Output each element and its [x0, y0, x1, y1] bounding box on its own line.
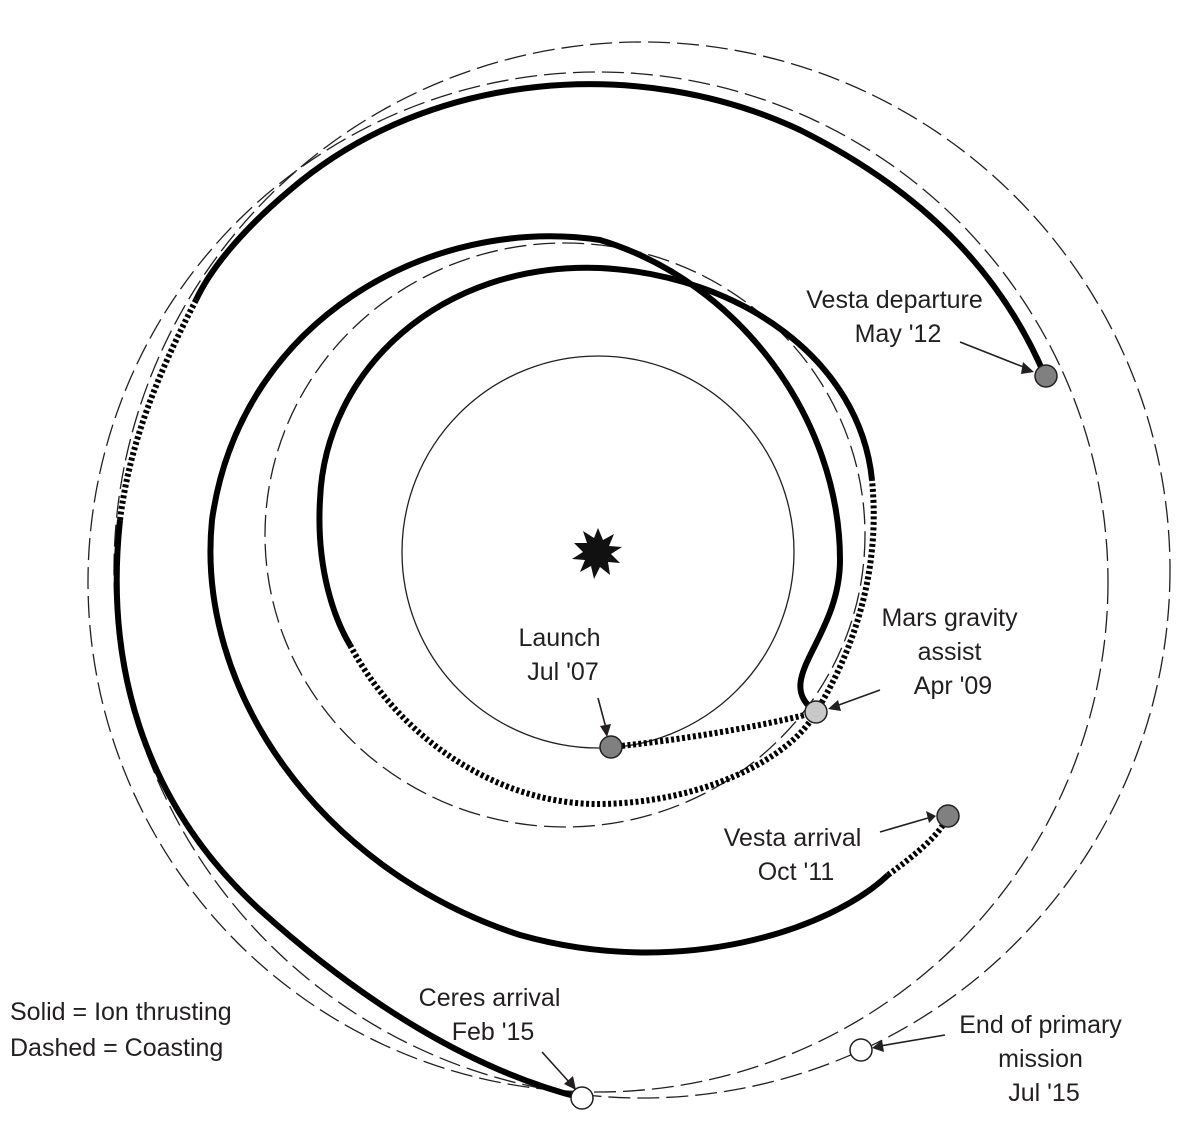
mars-arrow [828, 689, 881, 711]
trajectory-inner-bottom-coast [347, 643, 819, 808]
vesta-arrival-marker [936, 804, 960, 828]
trajectory-vesta-approach-coast [886, 814, 951, 878]
end-mission-label: End of primary mission Jul '15 [959, 1011, 1129, 1107]
ceres-arrival-arrow [541, 1051, 576, 1090]
earth-orbit [401, 355, 795, 749]
trajectory-vesta-to-ceres-coast [117, 298, 199, 521]
launch-marker [599, 735, 623, 759]
vesta-orbit [87, 71, 1109, 1093]
vesta-departure-arrow [959, 341, 1034, 374]
launch-arrow [597, 697, 611, 737]
trajectory-inner-loop-thrust [316, 264, 875, 647]
mars-assist-marker [804, 700, 828, 724]
mars-orbit [264, 242, 866, 828]
trajectory-second-loop-thrust [207, 233, 891, 956]
ceres-arrival-label: Ceres arrival Feb '15 [419, 984, 568, 1046]
legend-solid: Solid = Ion thrusting [10, 998, 232, 1026]
mars-label: Mars gravity assist Apr '09 [881, 604, 1024, 700]
ceres-orbit [113, 41, 1171, 1099]
ceres-arrival-marker [570, 1086, 594, 1110]
end-mission-marker [849, 1038, 873, 1062]
vesta-arrival-label: Vesta arrival Oct '11 [724, 824, 869, 886]
launch-label: Launch Jul '07 [519, 624, 608, 686]
legend: Solid = Ion thrusting Dashed = Coasting [10, 998, 239, 1062]
sun-icon [572, 528, 622, 579]
vesta-departure-label: Vesta departure May '12 [806, 286, 989, 348]
vesta-departure-marker [1034, 364, 1058, 388]
legend-dashed: Dashed = Coasting [10, 1034, 223, 1062]
end-mission-arrow [872, 1034, 946, 1052]
trajectory-inner-loop-coast [813, 479, 877, 714]
trajectory-launch-to-mars [610, 709, 817, 750]
trajectory-vesta-to-ceres-thrust-a [193, 81, 1048, 378]
vesta-arrival-arrow [879, 811, 936, 833]
trajectory-vesta-to-ceres-thrust-b [113, 519, 583, 1101]
